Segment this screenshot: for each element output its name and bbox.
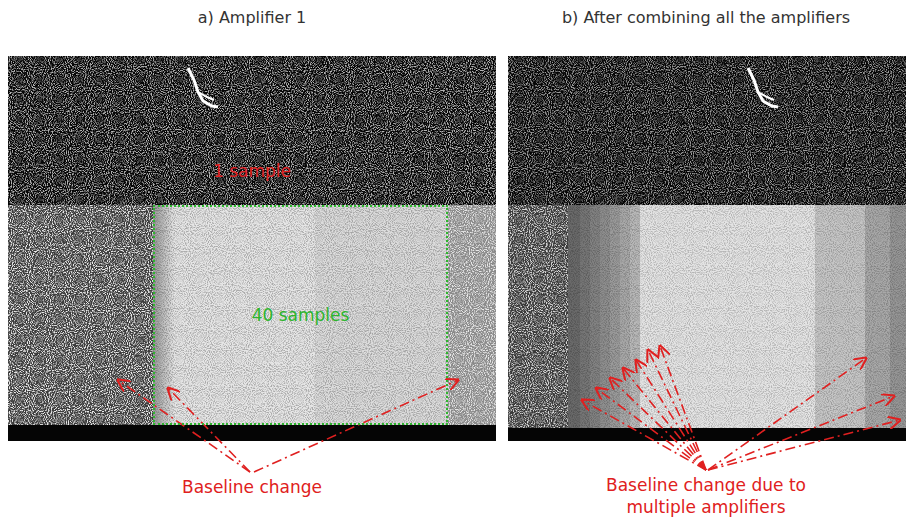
annotation: 1 sample bbox=[152, 160, 352, 182]
panel-title: a) Amplifier 1 bbox=[42, 8, 462, 29]
annotation: Baseline change due to multiple amplifie… bbox=[581, 474, 831, 518]
leader-arrows-b bbox=[582, 346, 900, 470]
panel-b bbox=[508, 56, 906, 441]
sample-region: 40 samples bbox=[153, 205, 448, 425]
region-label: 40 samples bbox=[252, 305, 350, 325]
panel-title: b) After combining all the amplifiers bbox=[508, 8, 904, 29]
panel-a bbox=[8, 56, 496, 441]
leader-arrows-a bbox=[118, 380, 458, 472]
annotation: Baseline change bbox=[132, 476, 372, 498]
